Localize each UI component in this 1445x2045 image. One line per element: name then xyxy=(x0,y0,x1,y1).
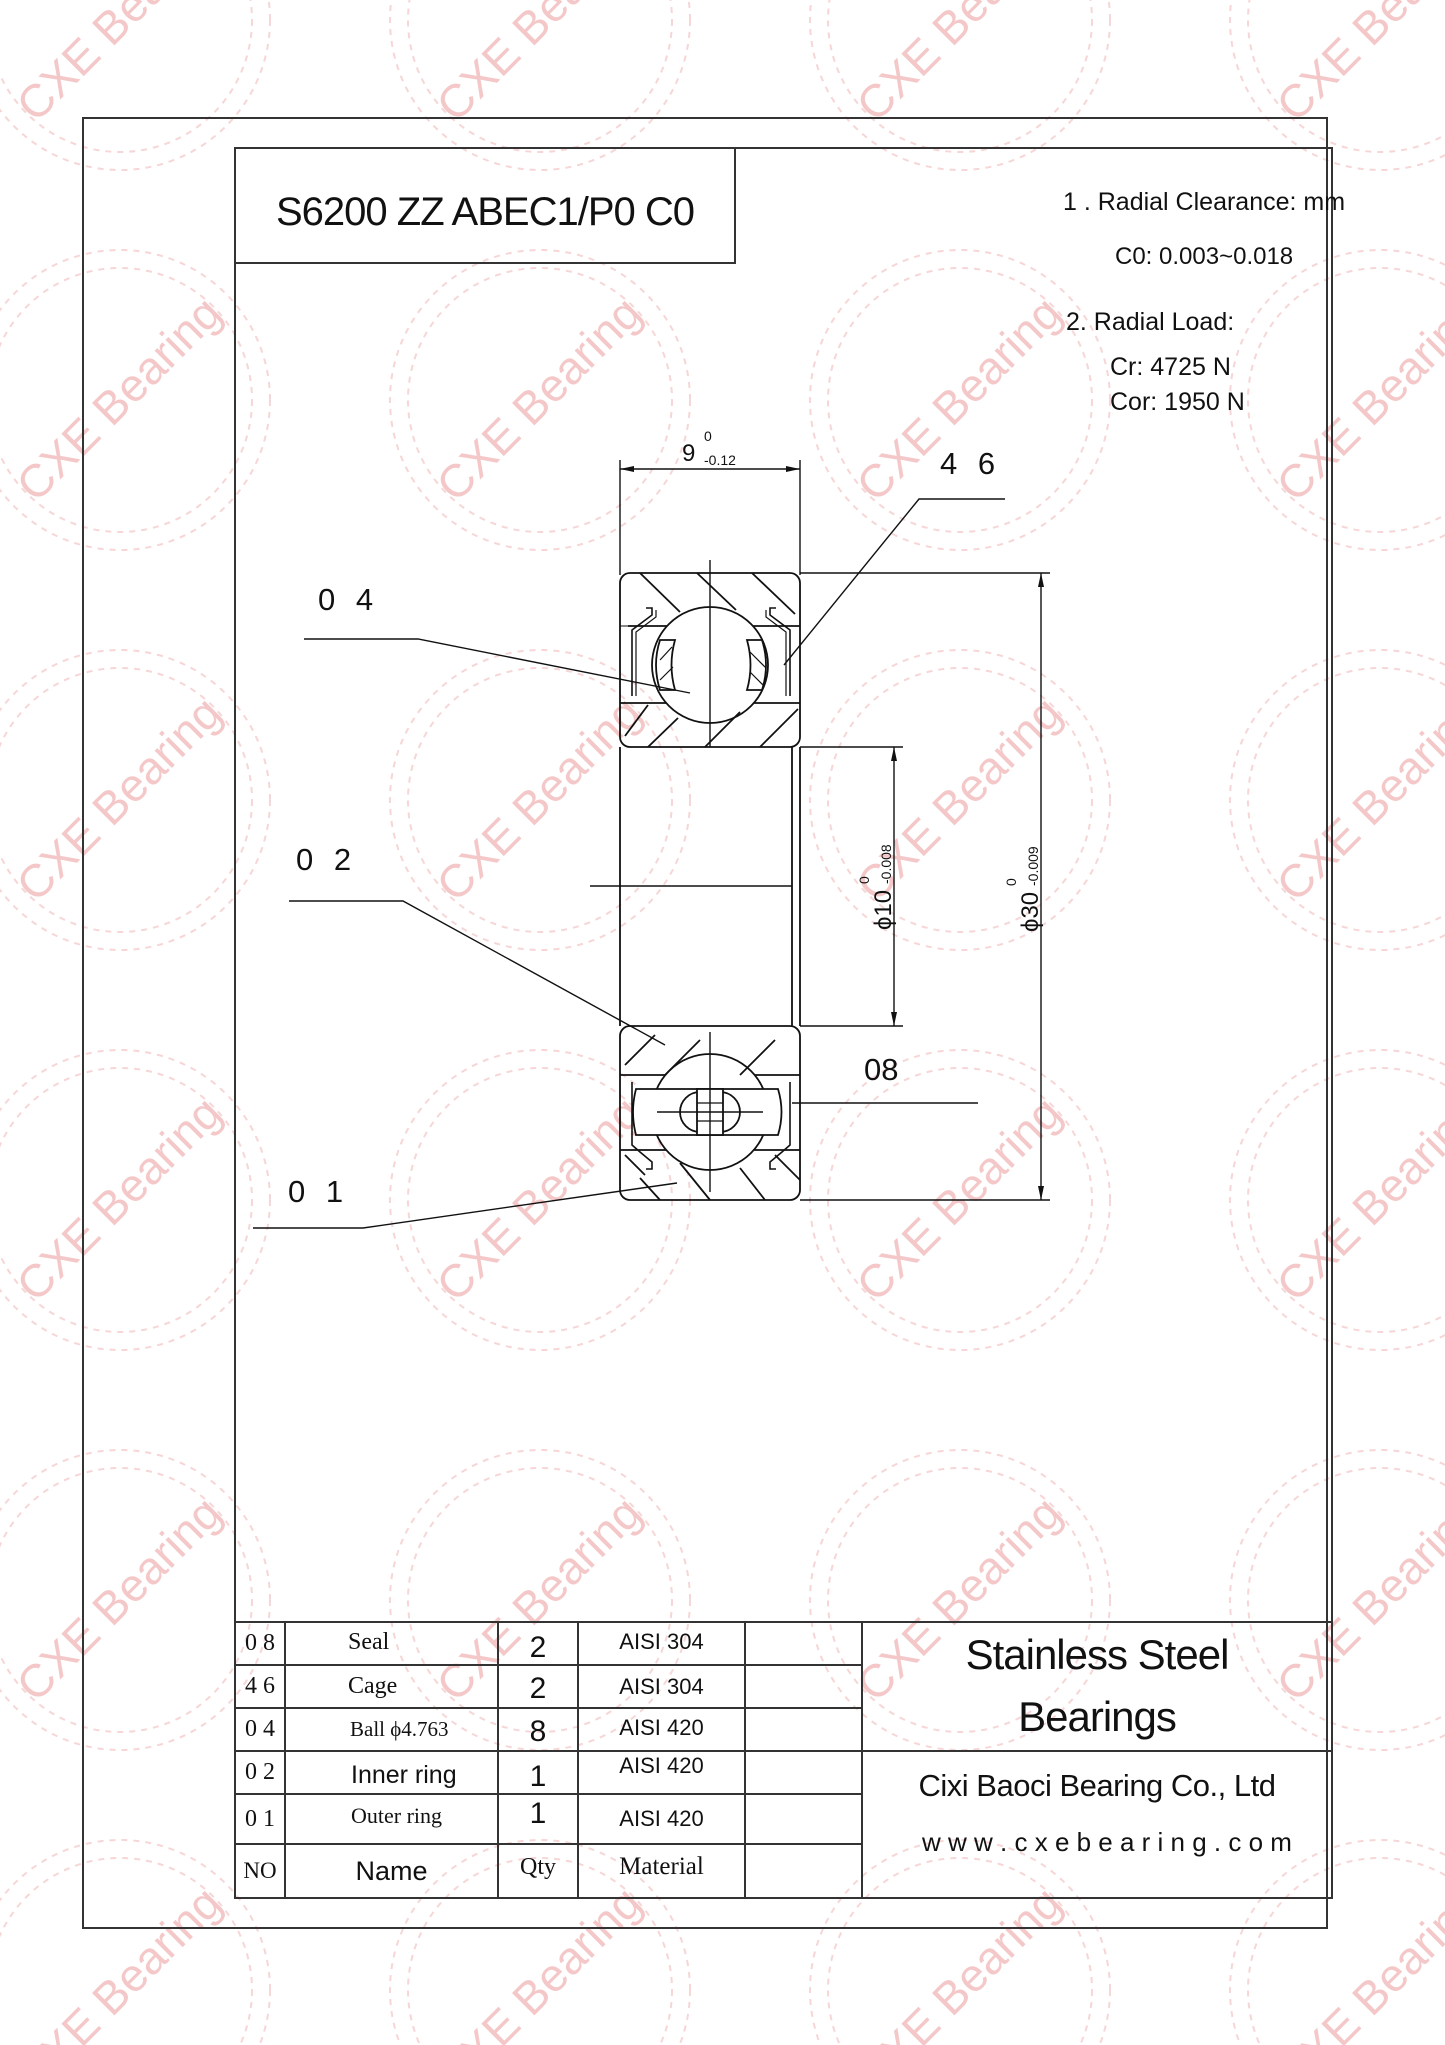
row-08-no: 0 8 xyxy=(245,1630,275,1656)
callout-01: 0 1 xyxy=(288,1174,350,1209)
row-01-qty: 1 xyxy=(529,1797,547,1830)
row-04-name: Ball ϕ4.763 xyxy=(350,1717,449,1741)
title-box-border xyxy=(235,148,736,264)
callout-46: 4 6 xyxy=(940,446,1002,481)
width-nominal: 9 xyxy=(682,440,696,467)
part-number-title: S6200 ZZ ABEC1/P0 C0 xyxy=(275,190,695,234)
row-02-no: 0 2 xyxy=(245,1759,275,1785)
clearance-heading: 1 . Radial Clearance: mm xyxy=(1063,188,1346,216)
header-material: Material xyxy=(619,1853,704,1880)
load-heading: 2. Radial Load: xyxy=(1066,308,1235,336)
company-website: w w w . c x e b e a r i n g . c o m xyxy=(922,1826,1292,1857)
bore-lower-tol: -0.008 xyxy=(878,844,894,884)
load-cor: Cor: 1950 N xyxy=(1110,388,1245,416)
bearing-bottom-section xyxy=(619,1025,801,1201)
leader-04 xyxy=(304,638,691,694)
parts-table-grid xyxy=(235,1621,1332,1899)
width-upper-tol: 0 xyxy=(704,428,712,444)
callout-04: 0 4 xyxy=(318,582,380,617)
product-line-2: Bearings xyxy=(1018,1693,1177,1740)
row-02-qty: 1 xyxy=(529,1759,547,1793)
row-02-name: Inner ring xyxy=(351,1761,457,1789)
outer-dimension: ϕ30 0 -0.009 xyxy=(1003,846,1045,932)
row-08-name: Seal xyxy=(348,1628,390,1655)
company-name: Cixi Baoci Bearing Co., Ltd xyxy=(918,1768,1276,1803)
row-46-material: AISI 304 xyxy=(619,1673,704,1699)
row-04-material: AISI 420 xyxy=(619,1714,704,1740)
bore-dimension: ϕ10 0 -0.008 xyxy=(856,844,898,930)
width-lower-tol: -0.12 xyxy=(704,452,736,468)
outer-lower-tol: -0.009 xyxy=(1025,846,1041,886)
row-46-no: 4 6 xyxy=(245,1673,275,1699)
row-01-name: Outer ring xyxy=(351,1802,443,1828)
row-08-material: AISI 304 xyxy=(619,1629,704,1654)
header-no: NO xyxy=(243,1858,277,1883)
header-qty: Qty xyxy=(520,1853,556,1880)
leader-46 xyxy=(783,498,1005,666)
clearance-value: C0: 0.003~0.018 xyxy=(1115,243,1294,270)
outer-upper-tol: 0 xyxy=(1003,878,1019,886)
row-02-material: AISI 420 xyxy=(619,1753,704,1778)
callout-02: 0 2 xyxy=(296,842,358,877)
product-line-1: Stainless Steel xyxy=(965,1631,1230,1678)
row-04-no: 0 4 xyxy=(245,1716,275,1742)
bore-nominal: ϕ10 xyxy=(870,889,897,930)
leader-02 xyxy=(289,900,666,1046)
row-01-material: AISI 420 xyxy=(619,1806,704,1831)
row-08-qty: 2 xyxy=(529,1630,547,1664)
company-block: Stainless Steel Bearings Cixi Baoci Bear… xyxy=(862,1622,1332,1898)
row-46-name: Cage xyxy=(348,1673,398,1699)
bearing-top-section xyxy=(619,560,801,748)
row-04-qty: 8 xyxy=(529,1714,547,1748)
load-cr: Cr: 4725 N xyxy=(1110,353,1231,381)
row-01-no: 0 1 xyxy=(245,1805,275,1832)
callout-08: 08 xyxy=(864,1052,899,1087)
bore-upper-tol: 0 xyxy=(856,876,872,884)
leader-01 xyxy=(253,1182,678,1229)
row-46-qty: 2 xyxy=(529,1671,547,1705)
header-name: Name xyxy=(355,1855,428,1886)
outer-frame xyxy=(82,117,1328,1929)
width-dimension: 9 0 -0.12 xyxy=(682,428,736,468)
outer-nominal: ϕ30 xyxy=(1017,891,1044,932)
